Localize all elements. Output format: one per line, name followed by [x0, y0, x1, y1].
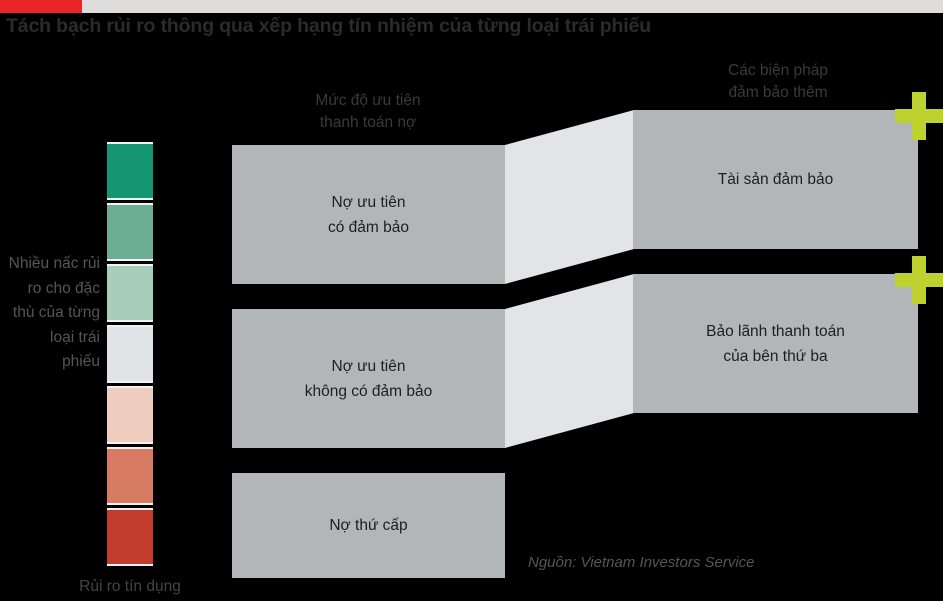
risk-swatch-2	[107, 203, 153, 261]
top-accent-bar	[0, 0, 943, 13]
accent-red-block	[0, 0, 82, 13]
connector-row-2	[505, 274, 634, 448]
measure-box-third-party-guarantee: Bảo lãnh thanh toán của bên thứ ba	[633, 274, 918, 413]
risk-swatch-4	[107, 325, 153, 383]
risk-scale-bottom-label: Rủi ro tín dụng	[79, 578, 181, 595]
risk-swatch-3	[107, 264, 153, 322]
measure-box-third-party-guarantee-line2: của bên thứ ba	[723, 347, 828, 365]
debt-box-senior-secured: Nợ ưu tiên có đảm bảo	[232, 145, 505, 284]
column-header-measures: Các biện pháp đảm bảo thêm	[682, 60, 874, 104]
debt-box-senior-secured-line1: Nợ ưu tiên	[331, 193, 406, 211]
source-note: Nguồn: Vietnam Investors Service	[528, 554, 755, 571]
debt-box-senior-unsecured-line1: Nợ ưu tiên	[331, 357, 406, 375]
risk-scale-description: Nhiều nấc rủi ro cho đặc thù của từng lo…	[8, 255, 100, 370]
column-header-measures-line1: Các biện pháp	[728, 62, 828, 79]
column-header-priority-line1: Mức độ ưu tiên	[315, 92, 421, 109]
column-header-priority: Mức độ ưu tiên thanh toán nợ	[272, 90, 464, 134]
risk-swatch-1	[107, 142, 153, 200]
connector-row-1	[505, 110, 634, 284]
measure-box-third-party-guarantee-line1: Bảo lãnh thanh toán	[706, 322, 845, 340]
debt-box-senior-unsecured-line2: không có đảm bảo	[304, 382, 433, 400]
risk-swatch-6	[107, 447, 153, 505]
column-header-measures-line2: đảm bảo thêm	[728, 84, 828, 101]
measure-box-collateral-line1: Tài sản đảm bảo	[717, 171, 834, 188]
debt-box-subordinated-line1: Nợ thứ cấp	[329, 517, 408, 534]
page-title: Tách bạch rủi ro thông qua xếp hạng tín …	[6, 15, 651, 37]
plus-icon-row-2	[895, 256, 943, 304]
risk-color-scale	[107, 142, 153, 569]
risk-swatch-7	[107, 508, 153, 566]
debt-box-subordinated: Nợ thứ cấp	[232, 473, 505, 578]
plus-icon-row-1	[895, 92, 943, 140]
accent-gray-block	[82, 0, 943, 13]
debt-box-senior-unsecured: Nợ ưu tiên không có đảm bảo	[232, 309, 505, 448]
column-header-priority-line2: thanh toán nợ	[319, 114, 417, 131]
debt-box-senior-secured-line2: có đảm bảo	[328, 218, 409, 236]
risk-swatch-5	[107, 386, 153, 444]
measure-box-collateral: Tài sản đảm bảo	[633, 110, 918, 249]
